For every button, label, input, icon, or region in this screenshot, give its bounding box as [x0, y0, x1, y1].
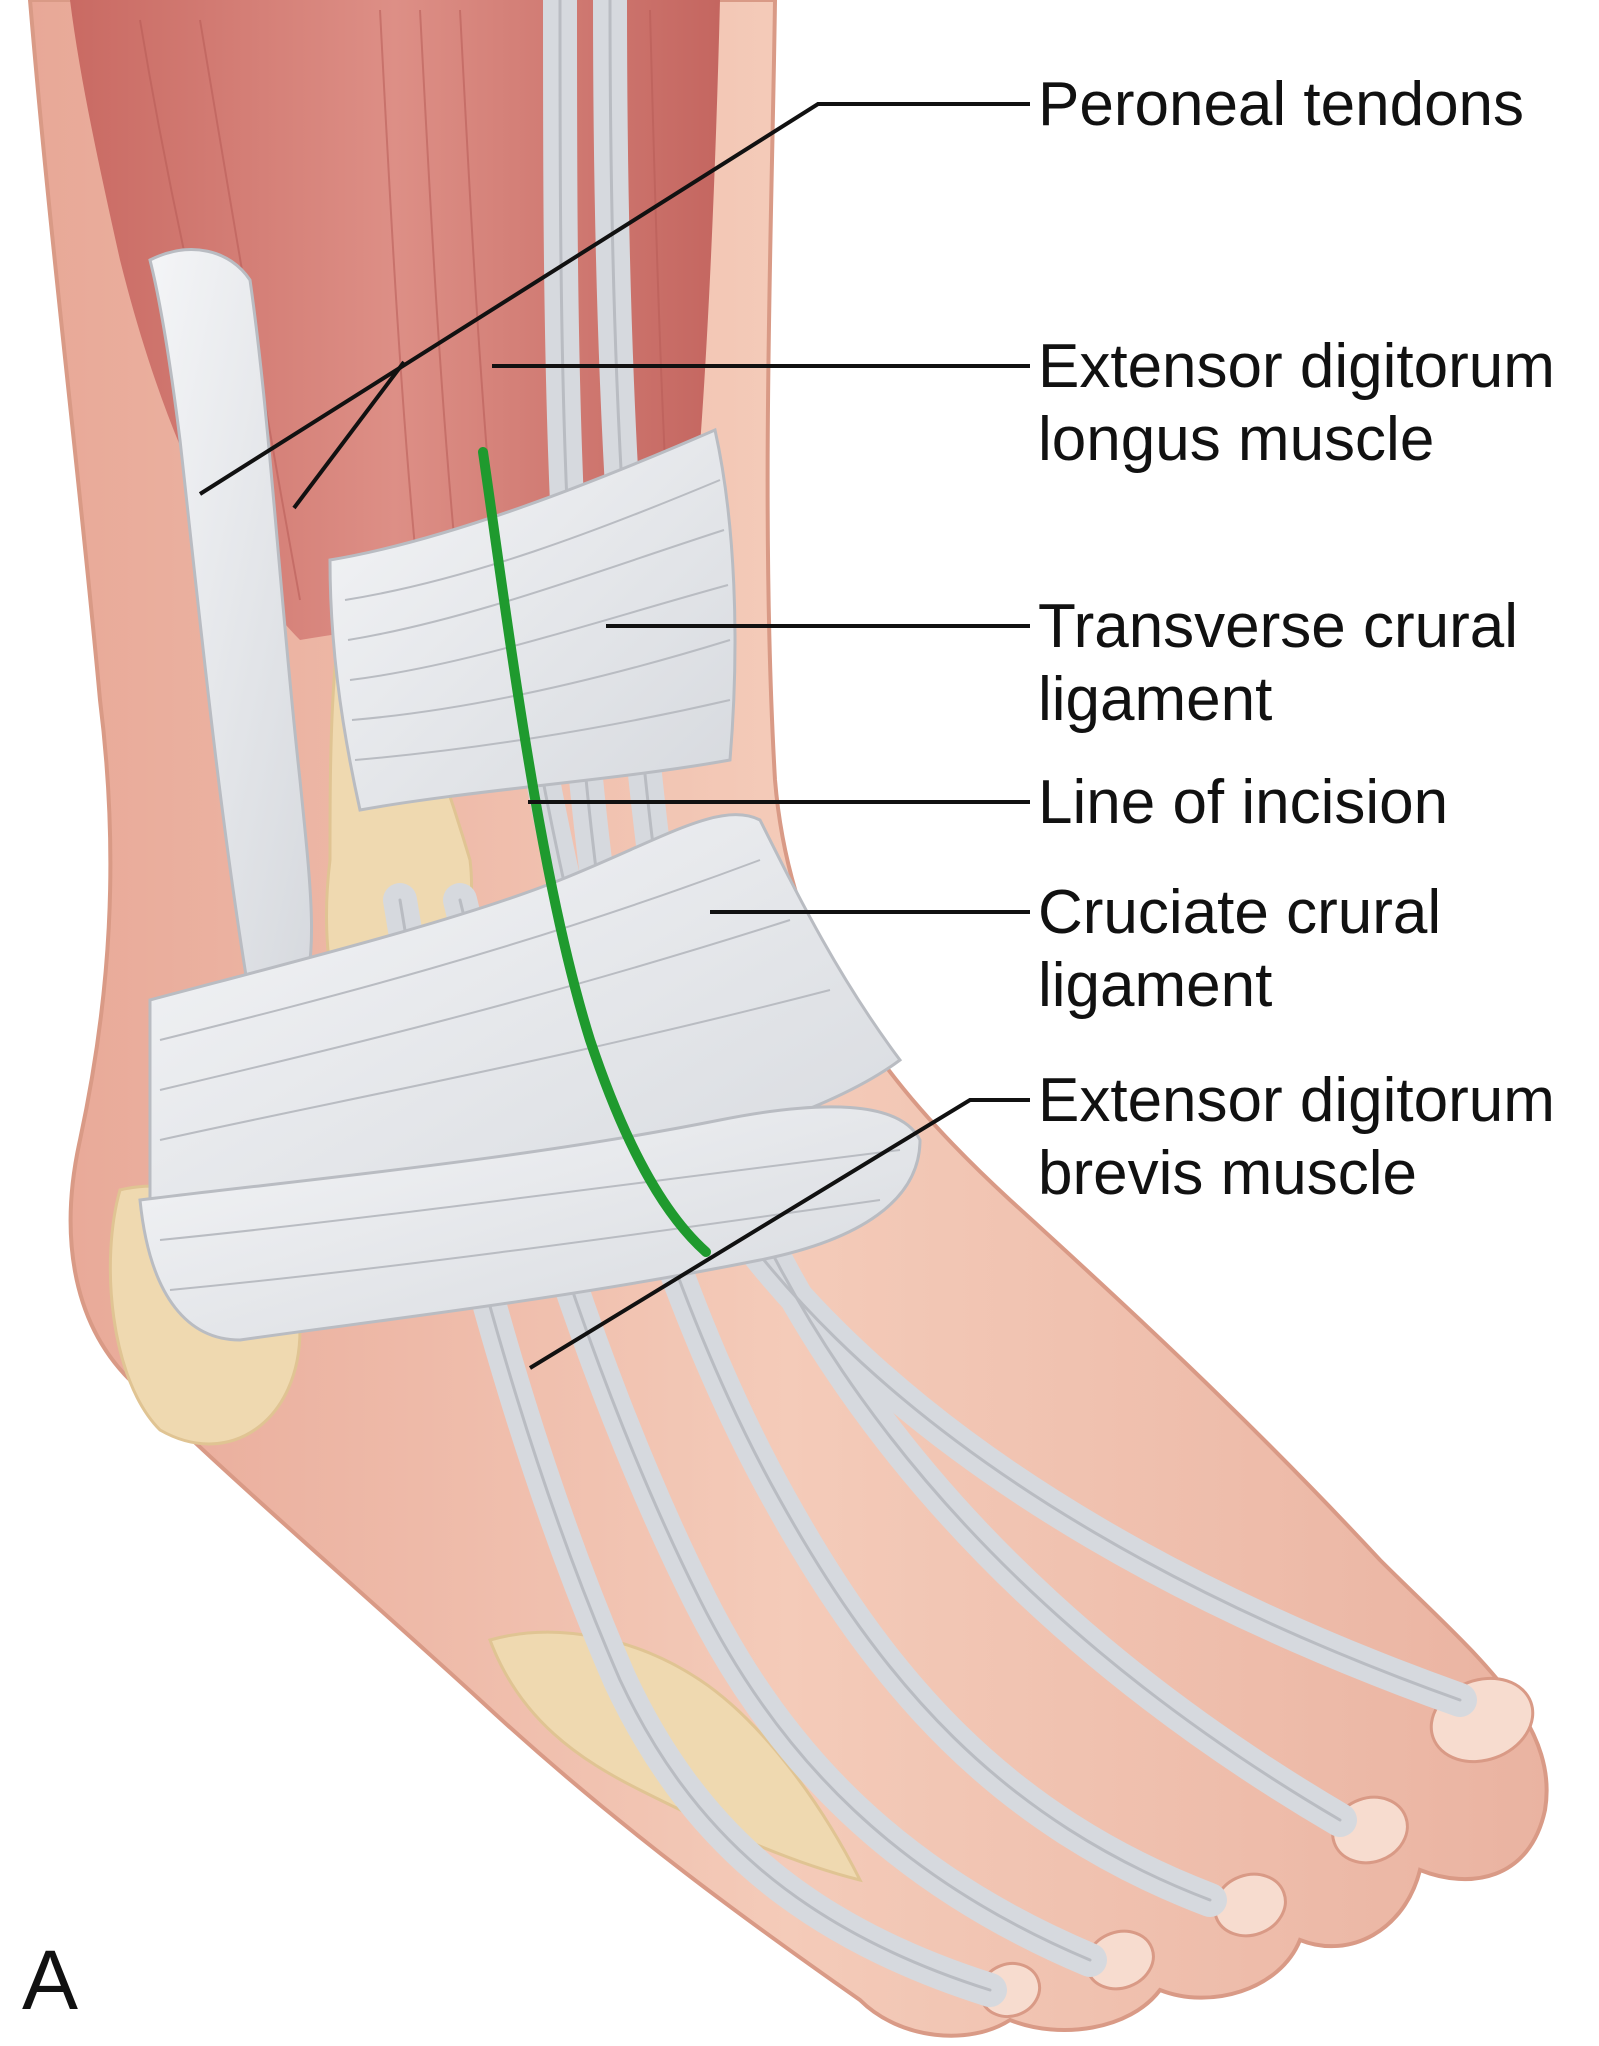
label-line: brevis muscle — [1038, 1139, 1417, 1208]
incision-line — [478, 447, 711, 1257]
label-cruciate-crural-ligament: Cruciate crural ligament — [1038, 876, 1441, 1022]
label-line: Peroneal tendons — [1038, 70, 1525, 139]
leader-edb-muscle — [528, 1098, 1030, 1370]
label-transverse-crural-ligament: Transverse crural ligament — [1038, 590, 1518, 736]
leader-lines — [198, 102, 1030, 1370]
label-line: ligament — [1038, 665, 1273, 734]
label-line: Transverse crural — [1038, 592, 1519, 661]
cruciate-ligament-fibers — [159, 859, 901, 1291]
label-line: Line of incision — [1038, 768, 1449, 837]
transverse-crural-ligament-band — [328, 427, 737, 812]
label-line: Cruciate crural — [1038, 878, 1442, 947]
leader-peroneal-tendons — [198, 102, 1030, 496]
label-edb-muscle: Extensor digitorum brevis muscle — [1038, 1064, 1555, 1210]
label-line: ligament — [1038, 951, 1273, 1020]
transverse-ligament-fibers — [344, 479, 731, 761]
label-peroneal-tendons: Peroneal tendons — [1038, 68, 1524, 141]
toenails — [978, 1676, 1535, 2018]
label-edl-muscle: Extensor digitorum longus muscle — [1038, 330, 1555, 476]
leader-peroneal-tendons-branch — [292, 360, 406, 510]
panel-letter: A — [22, 1933, 79, 2027]
label-line: Extensor digitorum — [1038, 1066, 1555, 1135]
label-line: Extensor digitorum — [1038, 332, 1555, 401]
label-line: longus muscle — [1038, 405, 1435, 474]
peroneal-tendons-drawing — [148, 248, 314, 1002]
cruciate-ligament-lower — [138, 1105, 922, 1342]
label-line-of-incision: Line of incision — [1038, 766, 1448, 839]
